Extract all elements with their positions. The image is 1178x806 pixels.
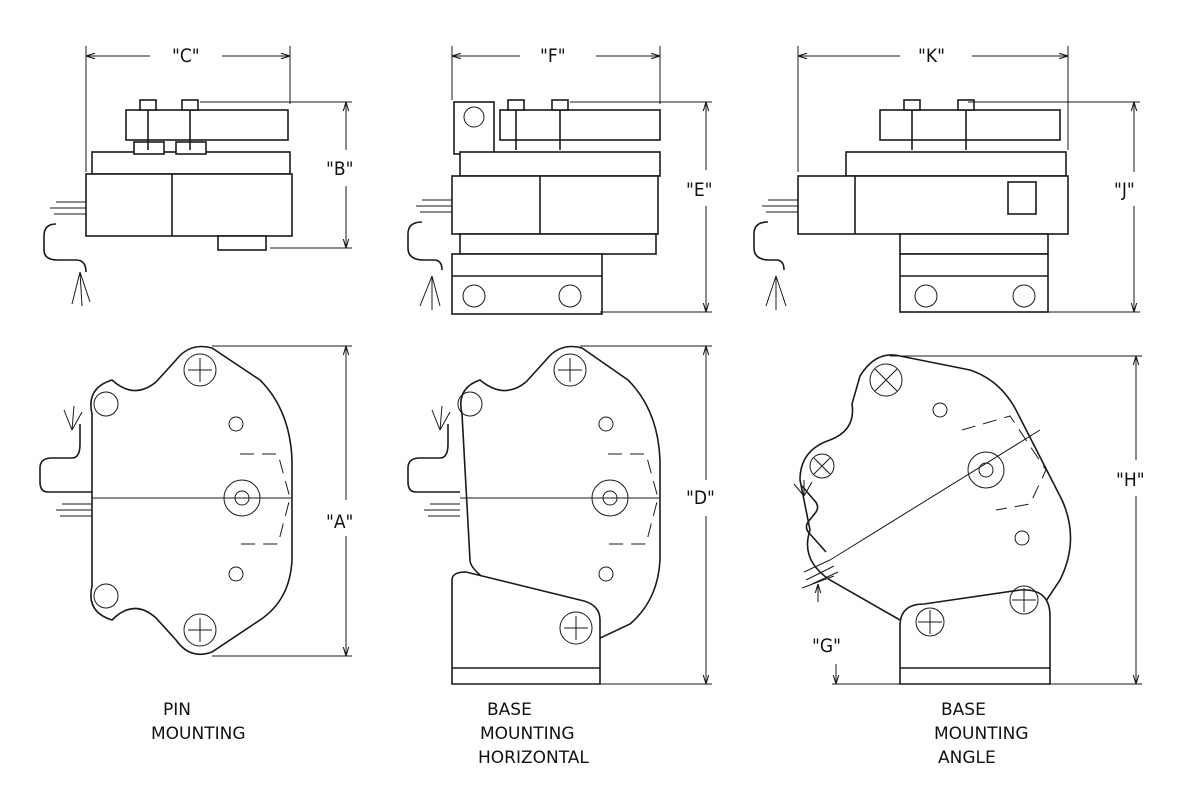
base-angle-side-view — [753, 99, 1069, 313]
dimension-b: "B" — [200, 101, 353, 249]
caption-line: PIN — [163, 700, 191, 720]
base-horizontal-side-view — [407, 99, 661, 315]
caption-line: MOUNTING — [151, 724, 246, 744]
dimension-d: "D" — [580, 345, 715, 685]
caption-line: ANGLE — [938, 748, 996, 768]
dimension-a: "A" — [212, 345, 353, 657]
caption-line: BASE — [941, 700, 986, 720]
dimension-e: "E" — [570, 101, 713, 313]
caption-line: MOUNTING — [480, 724, 575, 744]
caption-pin-mounting: PIN MOUNTING — [151, 698, 246, 746]
dim-label-c: "C" — [172, 45, 200, 67]
dimension-h: "H" — [890, 355, 1145, 685]
dimension-c: "C" — [85, 45, 291, 172]
caption-base-mounting-horizontal: BASE MOUNTING HORIZONTAL — [478, 698, 589, 770]
pin-mounting-side-view — [43, 99, 293, 307]
caption-line: MOUNTING — [934, 724, 1029, 744]
caption-line: HORIZONTAL — [478, 748, 589, 768]
dim-label-g: "G" — [812, 635, 841, 657]
dimension-j: "J" — [968, 101, 1140, 313]
dimension-g: "G" — [801, 575, 900, 685]
dim-label-b: "B" — [326, 158, 353, 180]
pin-mounting-front-view — [39, 345, 293, 656]
caption-line: BASE — [487, 700, 532, 720]
dim-label-h: "H" — [1116, 469, 1145, 491]
base-angle-front-view — [793, 354, 1072, 685]
dim-label-a: "A" — [326, 511, 353, 533]
dim-label-k: "K" — [918, 45, 945, 67]
dim-label-e: "E" — [686, 179, 713, 201]
dim-label-j: "J" — [1114, 179, 1135, 201]
dim-label-d: "D" — [686, 487, 715, 509]
dimension-k: "K" — [797, 45, 1069, 172]
dim-label-f: "F" — [540, 45, 566, 67]
base-horizontal-front-view — [407, 345, 661, 685]
caption-base-mounting-angle: BASE MOUNTING ANGLE — [934, 698, 1029, 770]
dimension-f: "F" — [451, 45, 661, 104]
